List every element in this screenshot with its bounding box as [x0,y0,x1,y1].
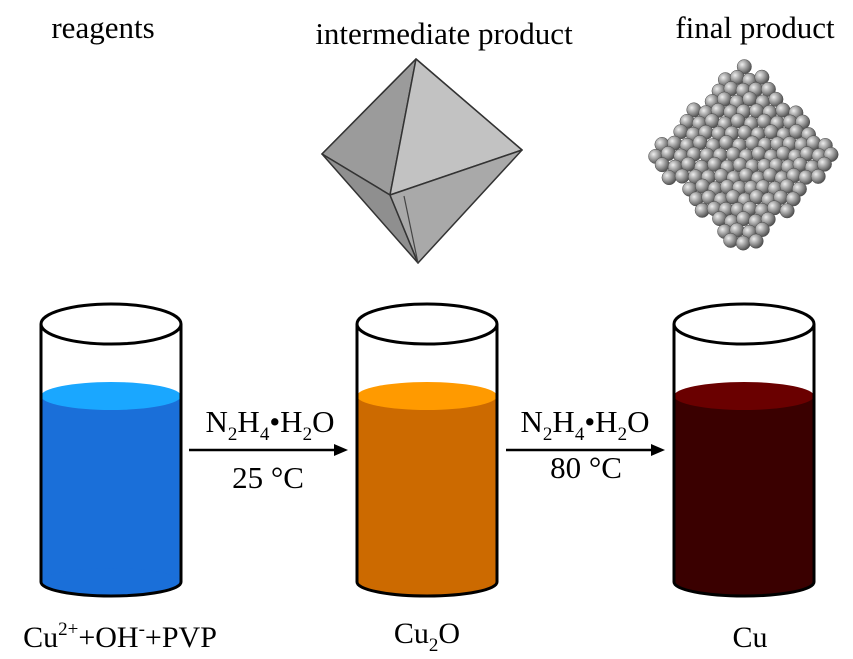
sphere-particle [810,168,826,184]
sphere-particle [723,232,739,248]
sphere-cluster-icon [648,59,839,251]
label-final: Cu [732,621,767,654]
beaker-liquid [357,396,497,582]
liquid-surface [41,382,181,410]
sphere-particle [748,233,764,249]
reaction-arrow-head [334,444,348,456]
sphere-particle [760,81,776,97]
beaker-liquid [41,396,181,582]
sphere-particle [735,235,751,251]
sphere-particle [736,59,752,75]
sphere-particle [785,191,801,207]
reagent-formula: N2H4•H2O [521,404,650,445]
reaction-arrow-head [651,444,665,456]
octahedron-crystal-icon [321,58,523,264]
liquid-surface [674,382,814,410]
reaction-step-2: N2H4•H2O 80 °C [506,404,665,485]
beaker-final [672,302,816,598]
beaker-bottom [41,568,181,596]
reaction-step-1: N2H4•H2O 25 °C [189,404,348,495]
sphere-particle [816,156,832,172]
reaction-temperature: 80 °C [550,450,622,485]
heading-intermediate-product: intermediate product [315,16,573,51]
reagent-formula: N2H4•H2O [206,404,335,445]
sphere-particle [754,69,770,85]
beaker-bottom [674,568,814,596]
sphere-particle [779,203,795,219]
beaker-liquid [674,396,814,582]
label-reagents: Cu2++OH-+PVP [23,619,217,654]
beaker-reagents [39,302,183,598]
liquid-surface [357,382,497,410]
reaction-temperature: 25 °C [232,460,304,495]
heading-final-product: final product [675,10,835,45]
sphere-particle [768,91,784,107]
sphere-particle [661,170,677,186]
sphere-particle [674,168,690,184]
beaker-bottom [357,568,497,596]
sphere-particle [654,157,670,173]
label-intermediate: Cu2O [394,617,460,656]
heading-reagents: reagents [51,10,154,45]
sphere-particle [754,222,770,237]
beaker-intermediate [355,302,499,598]
